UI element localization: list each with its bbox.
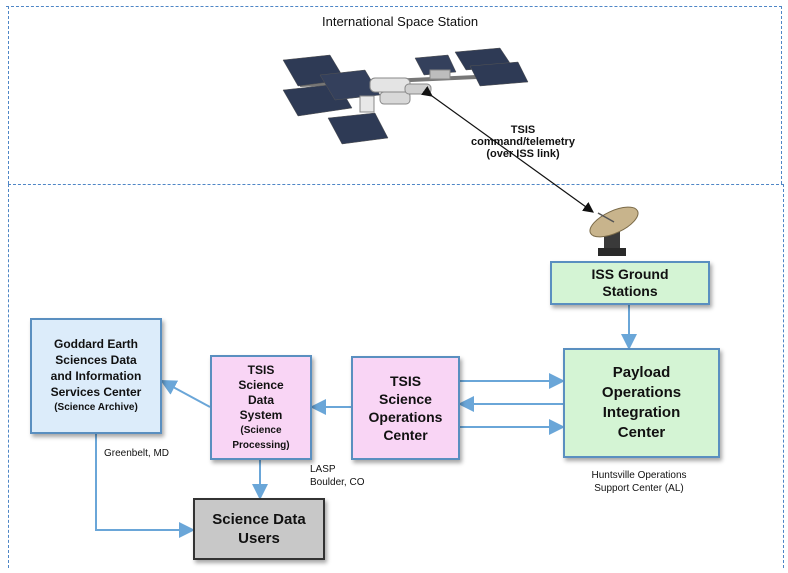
poic-box: Payload Operations Integration Center — [563, 348, 720, 458]
poic-line1: Payload — [612, 364, 671, 381]
tsis-sds-box: TSIS Science Data System (Science Proces… — [210, 355, 312, 460]
soc-line3: Operations — [368, 409, 443, 425]
goddard-line1: Goddard Earth — [53, 337, 138, 351]
huntsville-line2: Support Center (AL) — [594, 483, 684, 494]
soc-line2: Science — [379, 391, 432, 407]
users-line2: Users — [238, 530, 280, 547]
sds-sub2: Processing) — [232, 439, 290, 451]
poic-line3: Integration — [602, 404, 681, 421]
sds-line2: Science — [238, 377, 284, 392]
space-region-right-edge — [781, 6, 782, 184]
link-label: TSIS command/telemetry (over ISS link) — [468, 124, 578, 160]
ground-line2: Stations — [602, 283, 658, 299]
poic-line2: Operations — [601, 384, 682, 401]
link-label-line1: TSIS command/telemetry — [471, 124, 575, 148]
space-region-label: International Space Station — [322, 14, 479, 29]
tsis-soc-box: TSIS Science Operations Center — [351, 356, 460, 460]
ground-line1: ISS Ground — [591, 266, 669, 282]
iss-satellite-illustration — [282, 47, 529, 145]
top-region-border — [6, 6, 782, 7]
goddard-sub: (Science Archive) — [54, 402, 138, 413]
lasp-line1: LASP — [310, 464, 336, 475]
goddard-line4: Services Center — [50, 385, 142, 399]
goddard-box: Goddard Earth Sciences Data and Informat… — [30, 318, 162, 434]
sds-sub1: (Science — [240, 424, 282, 436]
satellite-dish-illustration — [589, 206, 639, 256]
sds-line4: System — [239, 407, 283, 422]
iss-ground-stations-box: ISS Ground Stations — [550, 261, 710, 305]
sds-line1: TSIS — [247, 362, 275, 377]
lasp-line2: Boulder, CO — [310, 477, 365, 488]
soc-line4: Center — [383, 427, 428, 443]
users-line1: Science Data — [212, 511, 306, 528]
science-data-users-box: Science Data Users — [193, 498, 325, 560]
huntsville-line1: Huntsville Operations — [591, 470, 687, 481]
lasp-label: LASP Boulder, CO — [310, 463, 364, 489]
huntsville-label: Huntsville Operations Support Center (AL… — [574, 469, 704, 495]
poic-line4: Center — [617, 424, 666, 441]
goddard-line2: Sciences Data — [55, 353, 137, 367]
sds-line3: Data — [247, 392, 274, 407]
goddard-line3: and Information — [50, 369, 142, 383]
link-label-line2: (over ISS link) — [486, 148, 560, 160]
soc-line1: TSIS — [389, 373, 422, 389]
ground-region-border — [8, 184, 784, 568]
space-region-left-edge — [8, 6, 9, 184]
greenbelt-label: Greenbelt, MD — [104, 448, 170, 459]
